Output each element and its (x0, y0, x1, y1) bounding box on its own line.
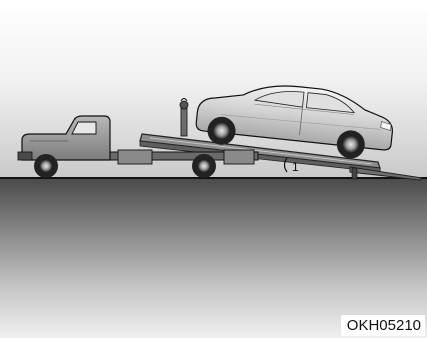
figure-code: OKH05210 (341, 315, 425, 336)
truck-front-wheel (34, 154, 58, 178)
angle-callout-number: 1 (292, 160, 299, 174)
road-surface (0, 178, 427, 338)
truck-rear-wheel (192, 154, 216, 178)
winch-post (180, 99, 188, 137)
